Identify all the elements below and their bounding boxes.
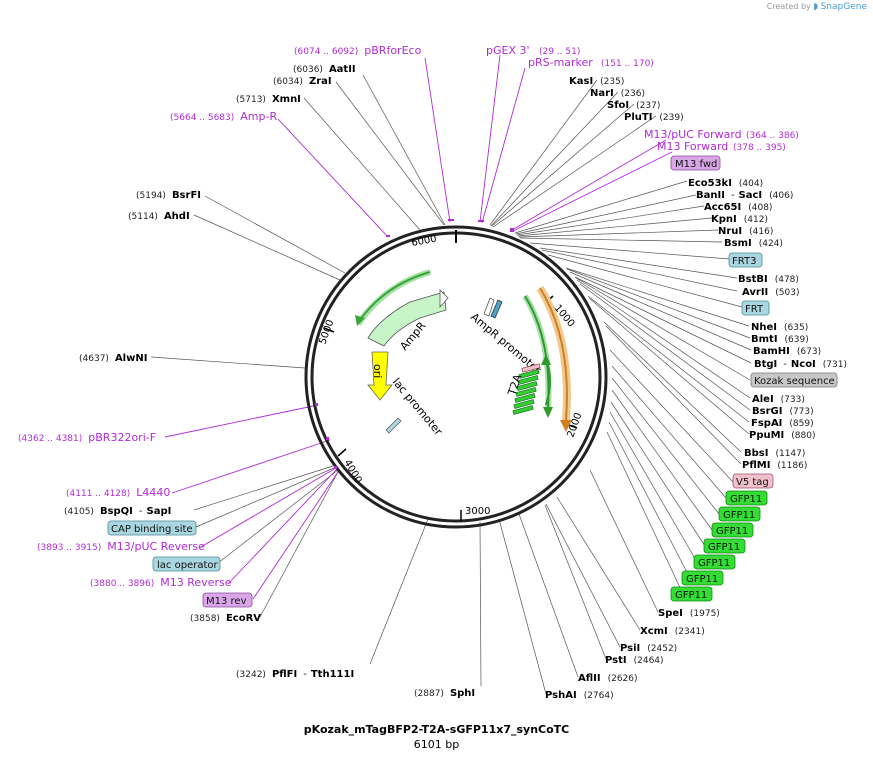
primer-m13-forward-range: (378 .. 395)	[733, 143, 786, 153]
box-gfp11-2: GFP11	[723, 510, 755, 521]
ori-feature: ori	[367, 351, 393, 401]
primer-m13-forward: M13 Forward	[657, 140, 728, 153]
primer-m13-puc-reverse: (3893 .. 3915)M13/pUC Reverse	[37, 540, 205, 553]
site-spei: SpeI(1975)	[658, 608, 720, 619]
site-aflii: AflII(2626)	[578, 673, 638, 684]
plasmid-length: 6101 bp	[413, 738, 460, 751]
box-gfp11-3: GFP11	[716, 526, 748, 537]
primer-prs-marker: pRS-marker	[528, 56, 593, 69]
box-gfp11-6: GFP11	[686, 574, 718, 585]
brand-created-by: Created by	[766, 2, 811, 11]
site-bsrgi: BsrGI(773)	[752, 406, 814, 417]
primer-lines	[164, 54, 673, 600]
primer-pgex3: pGEX 3'	[486, 44, 530, 57]
primer-pgex3-range: (29 .. 51)	[539, 47, 580, 57]
primer-l4440: (4111 .. 4128)L4440	[66, 486, 170, 499]
primer-pbr322ori-f: (4362 .. 4381)pBR322ori-F	[18, 431, 156, 444]
site-ecorv: (3858)EcoRV	[190, 613, 261, 624]
site-zrai: (6034)ZraI	[273, 76, 332, 87]
box-gfp11-4: GFP11	[708, 542, 740, 553]
site-kpni: KpnI(412)	[711, 214, 768, 225]
leader-lines	[150, 74, 752, 695]
ampr-arc-head	[355, 315, 365, 326]
site-bsrfi: (5194)BsrFI	[136, 190, 201, 201]
site-avrii: AvrII(503)	[742, 287, 799, 298]
sites-right: KasI(235) NarI(236) SfoI(237) PluTI(239)…	[545, 76, 847, 701]
tick-4000: 4000	[341, 458, 363, 486]
site-bbsi: BbsI(1147)	[744, 448, 805, 459]
site-pflmi: PflMI(1186)	[742, 460, 807, 471]
box-v5-tag: V5 tag	[736, 477, 769, 488]
site-nrui: NruI(416)	[718, 226, 773, 237]
site-pshai: PshAI(2764)	[545, 690, 614, 701]
box-lac-operator: lac operator	[157, 560, 218, 571]
tick-6000: 6000	[411, 234, 438, 249]
site-aatii: (6036)AatII	[293, 64, 356, 75]
primer-m13-puc-forward-range: (364 .. 386)	[746, 131, 799, 141]
feature-boxes: M13 fwd FRT3 FRT Kozak sequence V5 tag G…	[107, 155, 838, 608]
primer-m13-puc-forward: M13/pUC Forward	[644, 128, 742, 141]
brand-logo-text: SnapGene	[820, 2, 867, 12]
site-sphi: (2887)SphI	[414, 688, 475, 699]
site-bmti: BmtI(639)	[751, 334, 809, 345]
site-psii: PsiI(2452)	[620, 643, 677, 654]
site-pluti: PluTI(239)	[624, 112, 684, 123]
site-nari: NarI(236)	[590, 88, 645, 99]
ampr-arc	[359, 271, 431, 321]
lac-promoter-feature: lac promoter	[385, 376, 446, 439]
box-gfp11-1: GFP11	[730, 494, 762, 505]
plasmid-map: 1000 2000 3000 4000 5000 6000 AmpR AmpR …	[18, 44, 847, 701]
site-kasi: KasI(235)	[569, 76, 624, 87]
site-xcmi: XcmI(2341)	[640, 626, 705, 637]
box-m13-rev: M13 rev	[206, 596, 247, 607]
site-nhei: NheI(635)	[751, 322, 808, 333]
gfp11-stack	[512, 363, 541, 415]
box-frt: FRT	[745, 304, 764, 315]
site-bsmi: BsmI(424)	[724, 238, 783, 249]
site-btgi-ncoi: BtgI-NcoI(731)	[754, 359, 847, 370]
primer-ticks	[315, 219, 514, 469]
site-psti: PstI(2464)	[605, 655, 664, 666]
plasmid-title: pKozak_mTagBFP2-T2A-sGFP11x7_synCoTC	[303, 723, 570, 736]
site-sfoi: SfoI(237)	[607, 100, 660, 111]
snapgene-logo-icon: ◗	[813, 2, 819, 12]
box-m13-fwd: M13 fwd	[675, 159, 717, 170]
site-bstbi: BstBI(478)	[738, 274, 799, 285]
site-ahdi: (5114)AhdI	[128, 211, 190, 222]
tick-3000: 3000	[465, 506, 490, 517]
ring-ticks: 1000 2000 3000 4000 5000 6000	[317, 234, 585, 521]
box-frt3: FRT3	[732, 256, 756, 267]
site-banii-saci: BanII-SacI(406)	[696, 190, 793, 201]
backbone-outer	[304, 225, 608, 529]
site-alei: AleI(733)	[752, 394, 805, 405]
box-cap-binding-site: CAP binding site	[111, 524, 193, 535]
snapgene-brand: Created by ◗ SnapGene	[767, 2, 867, 12]
site-eco53ki: Eco53kI(404)	[688, 178, 763, 189]
primer-pbrforeco: (6074 .. 6092)pBRforEco	[294, 44, 422, 57]
box-kozak-sequence: Kozak sequence	[754, 376, 835, 387]
lac-promoter-label: lac promoter	[390, 376, 446, 439]
site-alwni: (4637)AlwNI	[79, 353, 147, 364]
site-ppumi: PpuMI(880)	[749, 430, 815, 441]
primer-amp-r: (5664 .. 5683)Amp-R	[170, 110, 277, 123]
box-gfp11-7: GFP11	[675, 590, 707, 601]
ori-label: ori	[371, 364, 384, 378]
primer-prs-marker-range: (151 .. 170)	[601, 59, 654, 69]
site-bamhi: BamHI(673)	[753, 346, 821, 357]
site-fspai: FspAI(859)	[751, 418, 814, 429]
primer-m13-reverse: (3880 .. 3896)M13 Reverse	[90, 576, 232, 589]
site-bspqi-sapi: (4105)BspQI-SapI	[64, 506, 171, 517]
site-acc65i: Acc65I(408)	[704, 202, 772, 213]
box-gfp11-5: GFP11	[698, 558, 730, 569]
insert-arcs	[522, 285, 572, 432]
site-pflfi-tth111i: (3242)PflFI-Tth111I	[236, 669, 354, 680]
site-xmni: (5713)XmnI	[236, 94, 301, 105]
sites-left: (6036)AatII (6034)ZraI (5713)XmnI (5194)…	[64, 64, 475, 699]
primer-labels: (6074 .. 6092)pBRforEco pGEX 3' (29 .. 5…	[18, 44, 799, 589]
